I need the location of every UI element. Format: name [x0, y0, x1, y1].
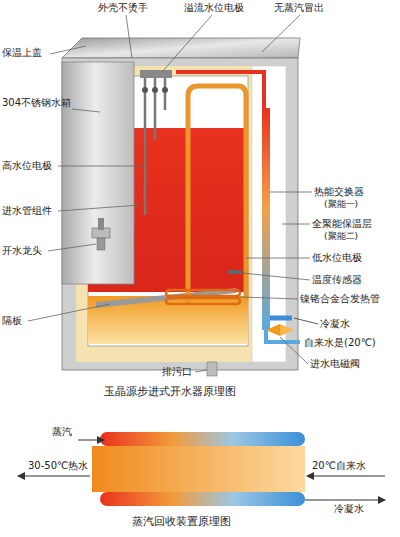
callout-label: 高水位电极 — [2, 160, 52, 172]
callout-label: (聚能一) — [324, 199, 358, 209]
callout-label: 自来水是(20℃) — [304, 337, 376, 349]
callout-label: 30-50℃热水 — [28, 460, 88, 472]
callout-label: 全聚能保温层 — [312, 218, 372, 230]
callout-label: (聚能二) — [324, 231, 358, 241]
caption: 蒸汽回收装置原理图 — [132, 516, 231, 529]
callout-label: 蒸汽 — [52, 426, 72, 438]
callout-label: 20℃自来水 — [312, 460, 366, 472]
callout-label: 溢流水位电极 — [184, 2, 244, 14]
callout-label: 进水管组件 — [2, 205, 52, 217]
callout-label: 冷凝水 — [320, 318, 350, 330]
callout-label: 无蒸汽冒出 — [274, 2, 324, 14]
callout-label: 隔板 — [2, 315, 22, 327]
callout-label: 保温上盖 — [2, 47, 42, 59]
caption: 玉晶源步进式开水器原理图 — [104, 386, 236, 399]
callout-label: 热能交换器 — [314, 186, 364, 198]
callout-label: 温度传感器 — [312, 274, 362, 286]
callout-label: 镍铬合金合发热管 — [300, 293, 380, 305]
callout-label: 304不锈钢水箱 — [2, 97, 71, 109]
callout-label: 外壳不烫手 — [98, 2, 148, 14]
callout-label: 低水位电极 — [312, 252, 362, 264]
callout-label: 开水龙头 — [2, 245, 42, 257]
callout-label: 冷凝水 — [334, 503, 364, 515]
callout-label: 排污口 — [162, 366, 192, 378]
callout-label: 进水电磁阀 — [310, 358, 360, 370]
